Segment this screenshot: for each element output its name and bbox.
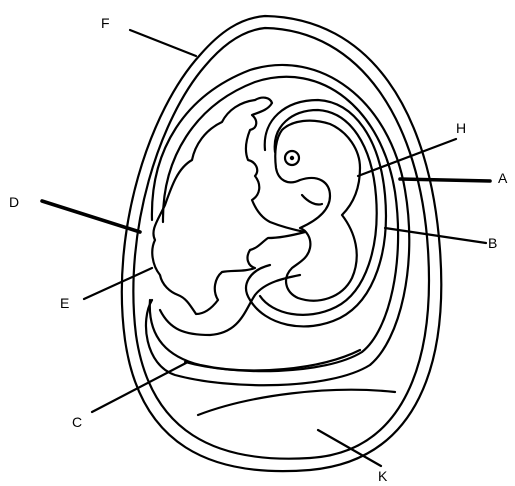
pointer-B <box>383 226 488 245</box>
yolk-sac <box>151 96 307 316</box>
chorion-membrane-inner <box>161 75 400 373</box>
chorion-membrane <box>144 64 411 387</box>
shell-inner-membrane <box>132 26 431 460</box>
pointer-E <box>82 266 154 301</box>
embryo-pupil <box>289 155 295 161</box>
label-E: E <box>60 295 69 311</box>
label-B: B <box>488 235 497 251</box>
label-K: K <box>378 468 388 484</box>
label-F: F <box>101 15 110 31</box>
embryo-limb <box>300 193 324 206</box>
label-C: C <box>72 414 82 430</box>
label-H: H <box>456 120 466 136</box>
allantois-stalk <box>158 273 302 337</box>
pointer-K <box>316 428 383 468</box>
pointer-C <box>90 361 188 414</box>
embryo <box>274 119 362 302</box>
allantois-wall <box>148 298 362 372</box>
embryo-eye <box>283 149 301 167</box>
pointer-H <box>356 137 458 178</box>
label-D: D <box>9 194 19 210</box>
pointer-D <box>40 199 142 234</box>
amnion-inner <box>258 108 378 316</box>
amnion <box>245 98 387 328</box>
shell-outer <box>120 14 443 473</box>
pointer-F <box>128 28 198 58</box>
k-region-boundary <box>196 388 397 417</box>
pointer-A <box>398 177 492 183</box>
label-A: A <box>498 170 508 186</box>
